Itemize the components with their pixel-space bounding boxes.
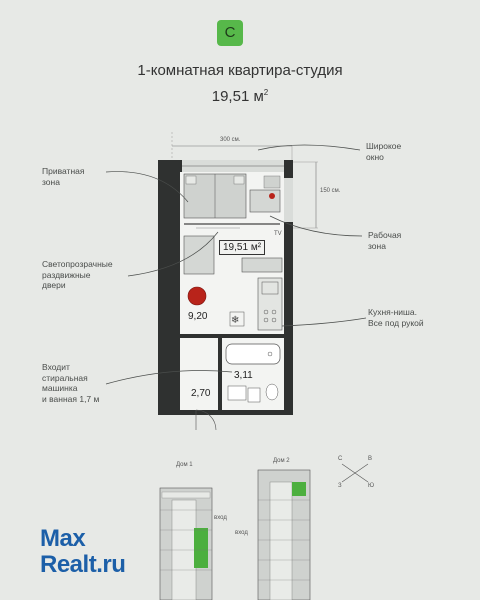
kitchen-counter	[257, 277, 283, 331]
work-desk	[249, 189, 281, 213]
room-bath-area: 3,11	[234, 370, 253, 381]
callout-kitchen: Кухня-ниша. Все под рукой	[368, 307, 424, 328]
compass-south: Ю	[368, 483, 375, 489]
compass-icon	[341, 463, 369, 483]
snowflake-icon: ❄	[231, 315, 239, 326]
compass-north: С	[338, 456, 343, 462]
total-area: 19,51 м2	[0, 88, 480, 105]
width-dimension: 300 см.	[220, 137, 241, 143]
watermark-line-1: Max	[40, 525, 86, 552]
page-title: 1-комнатная квартира-студия	[137, 62, 343, 79]
callout-private-zone: Приватная зона	[42, 166, 85, 187]
callout-wide-window: Широкое окно	[366, 141, 402, 162]
dining-table	[187, 286, 207, 306]
compass-east: В	[368, 456, 373, 462]
building-2-label: Дом 2	[273, 458, 290, 464]
total-area-value: 19,51 м	[211, 88, 264, 105]
total-area-unit: 2	[263, 88, 269, 97]
room-hall-area: 2,70	[191, 388, 211, 399]
tv-label: TV	[274, 231, 282, 237]
building-1-plan	[159, 487, 213, 600]
compass-west: З	[338, 483, 342, 489]
building-1-label: Дом 1	[176, 462, 193, 468]
depth-dimension: 150 см.	[320, 188, 341, 194]
room-main-area: 19,51 м²	[219, 240, 266, 255]
entrance-2-label: вход	[235, 530, 248, 536]
bathtub	[225, 343, 281, 365]
watermark-line-2: Realt.ru	[40, 551, 126, 578]
room-kitchen-area: 9,20	[188, 311, 208, 322]
apartment-type-badge: С	[217, 20, 243, 46]
callout-washer: Входит стиральная машинка и ванная 1,7 м	[42, 362, 100, 404]
toilet	[265, 383, 279, 401]
building-2-plan	[257, 469, 311, 600]
callout-sliding-doors: Светопрозрачные раздвижные двери	[42, 259, 113, 290]
entrance-1-label: вход	[214, 515, 227, 521]
callout-work-zone: Рабочая зона	[368, 230, 402, 251]
